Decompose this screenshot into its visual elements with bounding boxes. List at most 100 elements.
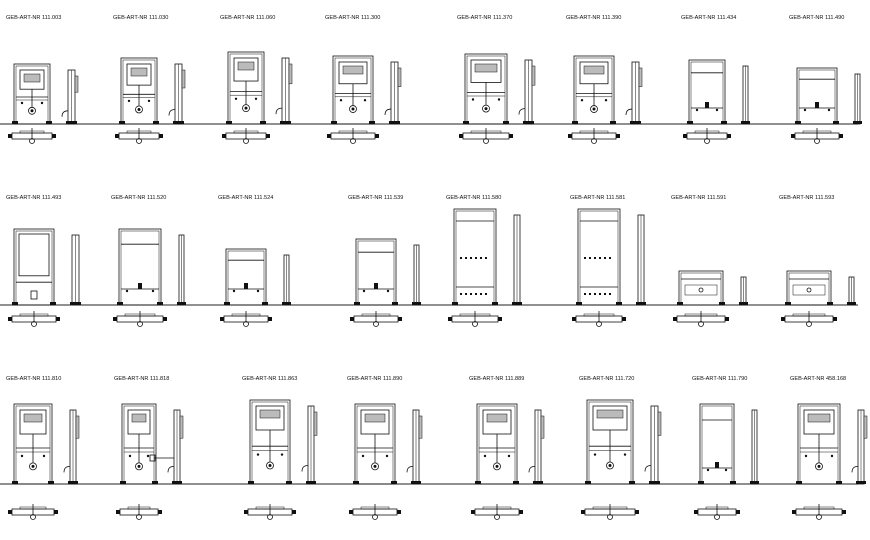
article-number-label: GEB-ART-NR 111.300: [325, 15, 380, 21]
element-1-4: GEB-ART-NR 111.300: [325, 15, 402, 144]
plan-view: [349, 504, 401, 520]
front-view: [475, 403, 519, 485]
element-2-1: GEB-ART-NR 111.493: [6, 195, 81, 327]
article-number-label: GEB-ART-NR 111.490: [789, 15, 844, 21]
side-view: [851, 409, 868, 485]
front-view: [576, 208, 622, 306]
side-view: [282, 254, 291, 306]
front-view: [585, 399, 635, 485]
article-number-label: GEB-ART-NR 111.593: [779, 195, 834, 201]
plan-view: [8, 128, 56, 144]
plan-view: [350, 311, 402, 327]
article-number-label: GEB-ART-NR 111.581: [570, 195, 625, 201]
plan-view: [448, 311, 502, 327]
front-view: [698, 403, 736, 485]
plan-view: [222, 128, 270, 144]
plan-view: [244, 504, 296, 520]
article-number-label: GEB-ART-NR 111.790: [692, 376, 747, 382]
plan-view: [115, 128, 163, 144]
side-view: [63, 409, 80, 485]
article-number-label: GEB-ART-NR 111.003: [6, 15, 61, 21]
side-view: [528, 409, 545, 485]
front-view: [572, 55, 616, 125]
element-3-6: GEB-ART-NR 111.720: [579, 376, 662, 520]
side-view: [750, 409, 759, 485]
side-view: [301, 405, 318, 485]
side-view: [406, 409, 423, 485]
element-1-8: GEB-ART-NR 111.490: [789, 15, 862, 144]
front-view: [12, 63, 52, 125]
element-3-4: GEB-ART-NR 111.890: [347, 376, 423, 520]
article-number-label: GEB-ART-NR 111.060: [220, 15, 275, 21]
side-view: [412, 244, 421, 306]
plan-view: [8, 504, 58, 520]
article-number-label: GEB-ART-NR 458.168: [790, 376, 846, 382]
plan-view: [116, 504, 162, 520]
article-number-label: GEB-ART-NR 111.890: [347, 376, 402, 382]
article-number-label: GEB-ART-NR 111.390: [566, 15, 621, 21]
plan-view: [220, 311, 272, 327]
side-view: [177, 234, 186, 306]
side-view: [275, 57, 293, 125]
side-view: [636, 214, 646, 306]
side-view: [149, 409, 184, 485]
element-2-7: GEB-ART-NR 111.591: [671, 195, 748, 327]
front-view: [463, 53, 509, 125]
front-view: [796, 403, 842, 485]
plan-view: [683, 128, 731, 144]
article-number-label: GEB-ART-NR 111.524: [218, 195, 273, 201]
element-1-7: GEB-ART-NR 111.434: [681, 15, 750, 144]
side-view: [741, 65, 750, 125]
element-1-1: GEB-ART-NR 111.003: [6, 15, 79, 144]
element-2-4: GEB-ART-NR 111.539: [348, 195, 421, 327]
article-number-label: GEB-ART-NR 111.580: [446, 195, 501, 201]
element-1-2: GEB-ART-NR 111.030: [113, 15, 186, 144]
front-view: [117, 228, 163, 306]
front-view: [452, 208, 498, 306]
article-number-label: GEB-ART-NR 111.810: [6, 376, 61, 382]
side-view: [853, 73, 862, 125]
front-view: [354, 238, 398, 306]
front-view: [248, 399, 292, 485]
article-number-label: GEB-ART-NR 111.370: [457, 15, 512, 21]
plan-view: [791, 128, 843, 144]
element-3-2: GEB-ART-NR 111.818: [114, 376, 184, 520]
element-3-8: GEB-ART-NR 458.168: [790, 376, 868, 520]
element-2-6: GEB-ART-NR 111.581: [570, 195, 646, 327]
front-view: [687, 59, 727, 125]
plan-view: [471, 504, 523, 520]
element-1-5: GEB-ART-NR 111.370: [457, 15, 536, 144]
plan-view: [781, 311, 837, 327]
article-number-label: GEB-ART-NR 111.863: [242, 376, 297, 382]
side-view: [625, 61, 643, 125]
side-view: [70, 234, 81, 306]
element-3-7: GEB-ART-NR 111.790: [692, 376, 759, 520]
article-number-label: GEB-ART-NR 111.818: [114, 376, 169, 382]
front-view: [224, 248, 268, 306]
plan-view: [327, 128, 379, 144]
plan-view: [113, 311, 167, 327]
article-number-label: GEB-ART-NR 111.520: [111, 195, 166, 201]
front-view: [120, 403, 158, 485]
plan-view: [694, 504, 740, 520]
element-1-3: GEB-ART-NR 111.060: [220, 15, 293, 144]
plan-view: [792, 504, 846, 520]
plan-view: [572, 311, 626, 327]
element-3-1: GEB-ART-NR 111.810: [6, 376, 80, 520]
plan-view: [459, 128, 513, 144]
front-view: [795, 67, 839, 125]
article-number-label: GEB-ART-NR 111.434: [681, 15, 736, 21]
front-view: [12, 228, 56, 306]
article-number-label: GEB-ART-NR 111.539: [348, 195, 403, 201]
front-view: [785, 270, 833, 306]
side-view: [518, 59, 536, 125]
side-view: [847, 276, 856, 306]
element-2-5: GEB-ART-NR 111.580: [446, 195, 522, 327]
article-number-label: GEB-ART-NR 111.493: [6, 195, 61, 201]
side-view: [168, 63, 186, 125]
plan-view: [8, 311, 60, 327]
side-view: [644, 405, 662, 485]
front-view: [677, 270, 725, 306]
